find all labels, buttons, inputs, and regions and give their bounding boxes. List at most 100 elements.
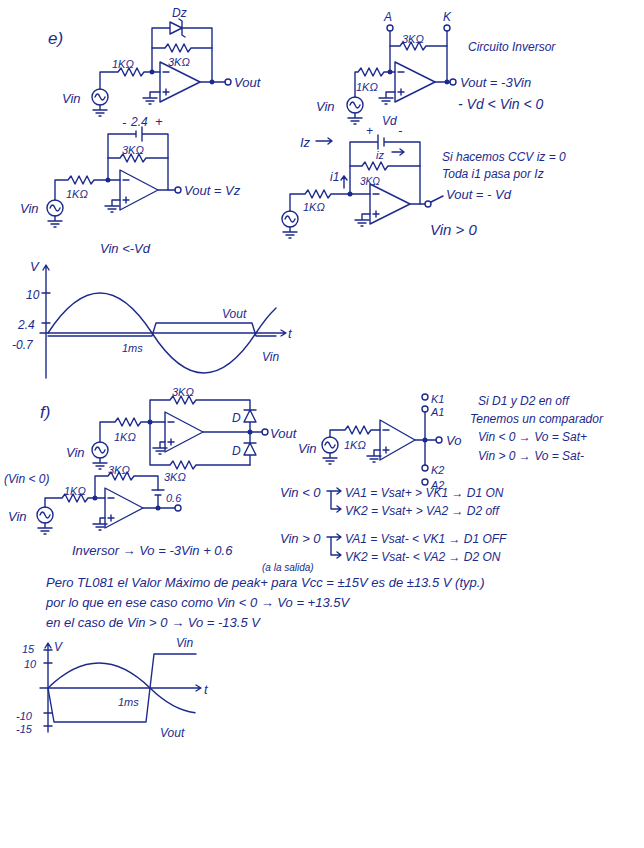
zener-circuit-part xyxy=(92,89,108,105)
vd-circuit-part xyxy=(410,203,425,204)
resistor-value: 1KΩ xyxy=(344,439,366,451)
tick-label: -15 xyxy=(16,723,32,735)
equivalent-circuit-part xyxy=(175,505,181,511)
zener-circuit-part xyxy=(150,70,154,74)
resistor-value-holder: 1KΩ xyxy=(356,78,378,94)
resistor-value: 3KΩ xyxy=(122,144,144,156)
signal-name: Vout xyxy=(270,426,296,441)
equation: Vin > 0 → Vo = Sat- xyxy=(478,449,584,463)
diode-feedback-circuit-part xyxy=(92,442,108,458)
comparator-circuit-part xyxy=(415,412,436,465)
diode-feedback-circuit xyxy=(92,396,268,469)
equation-holder: Vin < 0 → Vo = Sat+ xyxy=(478,428,587,444)
signal-name: Vin xyxy=(62,91,81,106)
voltage-name-holder: Vd xyxy=(382,112,397,128)
curve-label-holder: Vin xyxy=(176,634,193,650)
inverter-circuit-part xyxy=(398,72,404,95)
resistor-value: 1KΩ xyxy=(112,58,134,70)
comparator-circuit xyxy=(322,394,442,485)
vd-circuit-part xyxy=(282,211,298,227)
comparator-circuit-part xyxy=(323,453,337,464)
resistor-value-holder: 3KΩ xyxy=(172,383,194,399)
pin-name-holder: K1 xyxy=(431,390,444,406)
vd-circuit-part xyxy=(431,196,443,202)
diode-feedback-circuit-part xyxy=(148,420,152,424)
vd-circuit-part xyxy=(355,214,370,226)
signal-name-holder: Vin xyxy=(8,508,27,524)
tick-label-holder: 10 xyxy=(24,655,36,671)
battery-circuit-part xyxy=(47,200,63,216)
pin-name-holder: K2 xyxy=(431,461,444,477)
battery-circuit-part xyxy=(123,180,129,203)
comparator-graph-part xyxy=(48,654,196,722)
battery-circuit-part xyxy=(105,200,120,212)
voltage-name: Vd xyxy=(382,114,397,128)
note: en el caso de Vin > 0 → Vo = -13.5 V xyxy=(46,615,260,630)
curve-label: Vout xyxy=(222,307,246,321)
tick-label-holder: -15 xyxy=(16,720,32,736)
equation-holder: Inversor → Vo = -3Vin + 0.6 xyxy=(72,542,232,558)
comparator-circuit-part xyxy=(422,465,428,471)
equivalent-circuit-part xyxy=(105,488,143,528)
polarity-sign: + xyxy=(155,114,163,129)
diode-label-holder: D xyxy=(232,442,241,458)
polarity-sign-holder: + xyxy=(366,122,373,138)
polarity-sign-holder: + xyxy=(155,113,163,129)
tick-label: -0.7 xyxy=(12,338,33,352)
resistor-value-holder: 1KΩ xyxy=(114,428,136,444)
waveform-graph-part xyxy=(48,323,276,336)
voltage-value: 2.4 xyxy=(131,115,148,129)
condition-holder: (Vin < 0) xyxy=(4,470,49,486)
axis-label: V xyxy=(54,640,62,654)
resistor-value-holder: 3KΩ xyxy=(360,172,380,188)
equation-holder: VK2 = Vsat+ > VA2 → D2 off xyxy=(345,502,499,518)
comparator-circuit-part xyxy=(380,420,415,460)
tick-label-holder: -10 xyxy=(16,707,32,723)
resistor-value-holder: 1KΩ xyxy=(303,198,325,214)
curve-label-holder: Vout xyxy=(222,305,246,321)
resistor-value-holder: 1KΩ xyxy=(112,55,134,71)
curve-label-holder: Vout xyxy=(160,724,184,740)
diode-feedback-circuit-part xyxy=(203,431,262,432)
tick-label: 15 xyxy=(22,643,34,655)
diode-feedback-circuit-part xyxy=(248,430,252,434)
vd-circuit-part xyxy=(425,201,431,207)
zener-circuit-part xyxy=(160,62,200,102)
equation: Vin < 0 → Vo = Sat+ xyxy=(478,430,587,444)
equivalent-circuit-part xyxy=(152,490,164,508)
equation-holder: VA1 = Vsat+ > VK1 → D1 ON xyxy=(345,484,503,500)
resistor-value-holder: 1KΩ xyxy=(64,482,86,498)
signal-name-holder: Vout xyxy=(270,425,296,441)
resistor-value: 3KΩ xyxy=(172,386,194,398)
equation-holder: VA1 = Vsat- < VK1 → D1 OFF xyxy=(345,530,506,546)
signal-name: Vin xyxy=(20,201,39,216)
voltage-value-holder: 0.6 xyxy=(166,489,181,505)
voltage-value: 0.6 xyxy=(166,492,181,504)
axis-label-holder: V xyxy=(54,638,62,654)
current-name-holder: Iz xyxy=(300,134,310,150)
zener-circuit xyxy=(92,19,231,116)
tick-label: -10 xyxy=(16,710,32,722)
vd-circuit-part xyxy=(373,194,379,217)
current-name: i1 xyxy=(330,170,339,184)
note-holder: Tenemos un comparador xyxy=(470,410,603,426)
vd-circuit-part xyxy=(392,149,404,155)
condition: Vin > 0 xyxy=(430,221,477,238)
equation: VK2 = Vsat- < VA2 → D2 ON xyxy=(345,550,500,564)
note-holder: en el caso de Vin > 0 → Vo = -13.5 V xyxy=(46,614,260,630)
note: Tenemos un comparador xyxy=(470,412,603,426)
equation: Vout = - Vd xyxy=(446,187,511,202)
axis-label: t xyxy=(204,682,208,697)
diode-feedback-circuit-part xyxy=(100,418,165,442)
signal-name-holder: Vin xyxy=(66,444,85,460)
current-name-holder: i1 xyxy=(330,168,339,184)
comparator-graph-part xyxy=(48,663,195,713)
comparator-circuit-part xyxy=(423,438,427,442)
inverter-circuit xyxy=(347,25,456,124)
note-holder: (a la salida) xyxy=(262,558,314,574)
implication-arrows-part xyxy=(327,534,341,558)
condition-holder: - Vd < Vin < 0 xyxy=(458,96,543,112)
inverter-circuit-part xyxy=(350,102,360,108)
vd-circuit-part xyxy=(316,138,332,144)
